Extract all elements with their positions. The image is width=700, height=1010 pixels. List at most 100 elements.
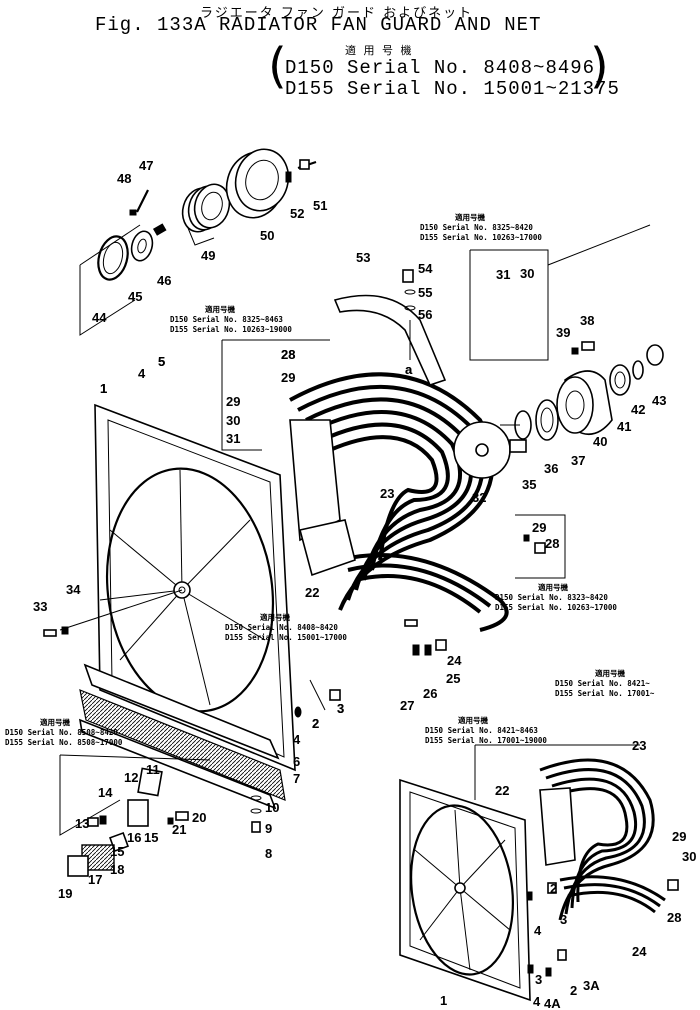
part-label: 5 bbox=[158, 354, 165, 369]
note-1-jp: 適用号機 bbox=[455, 212, 485, 222]
part-label: 44 bbox=[92, 310, 107, 325]
part-label: 23 bbox=[380, 486, 394, 501]
note-2-line2: D155 Serial No. 10263~19000 bbox=[170, 325, 292, 334]
part-label: 43 bbox=[652, 393, 666, 408]
part-label: 29 bbox=[532, 520, 546, 535]
bottom-left-small-parts bbox=[59, 754, 211, 877]
note-6-line1: D150 Serial No. 8421~8463 bbox=[425, 726, 538, 735]
part-label: 22 bbox=[495, 783, 509, 798]
note-1-line1: D150 Serial No. 8325~8420 bbox=[420, 223, 533, 232]
part-label: 6 bbox=[293, 754, 300, 769]
part-label: 1 bbox=[100, 381, 107, 396]
part-label: 30 bbox=[520, 266, 534, 281]
part-label: 53 bbox=[356, 250, 370, 265]
part-label: 28 bbox=[545, 536, 559, 551]
part-label: 4 bbox=[138, 366, 146, 381]
note-3-jp: 適用号機 bbox=[538, 582, 568, 592]
part-label: 39 bbox=[556, 325, 570, 340]
part-label: 4 bbox=[293, 732, 301, 747]
part-label: 3 bbox=[560, 912, 567, 927]
note-4-jp: 適用号機 bbox=[260, 612, 290, 622]
note-5-jp: 適用号機 bbox=[595, 668, 625, 678]
part-label: 3 bbox=[337, 701, 344, 716]
part-label: 10 bbox=[265, 800, 279, 815]
part-label: 56 bbox=[418, 307, 432, 322]
part-label: 31 bbox=[226, 431, 240, 446]
part-label: 29 bbox=[281, 370, 295, 385]
part-label: 9 bbox=[265, 821, 272, 836]
part-label: 23 bbox=[632, 738, 646, 753]
part-number-labels: 1 2 3 4 5 6 7 8 9 10 11 12 13 14 15 16 1… bbox=[33, 158, 696, 1010]
part-label: 30 bbox=[682, 849, 696, 864]
part-label: 45 bbox=[128, 289, 142, 304]
note-5-line1: D150 Serial No. 8421~ bbox=[555, 679, 650, 688]
left-parenthesis: ( bbox=[268, 38, 287, 94]
part-label: 47 bbox=[139, 158, 153, 173]
note-6-jp: 適用号機 bbox=[458, 715, 488, 725]
part-label: 24 bbox=[632, 944, 647, 959]
part-label: 48 bbox=[117, 171, 131, 186]
part-label: 51 bbox=[313, 198, 327, 213]
part-label: 31 bbox=[496, 267, 510, 282]
note-3-line2: D155 Serial No. 10263~17000 bbox=[495, 603, 617, 612]
part-label: 3 bbox=[535, 972, 542, 987]
part-label: 46 bbox=[157, 273, 171, 288]
second-assembly-bottom-right bbox=[399, 744, 679, 1002]
part-label: 2 bbox=[570, 983, 577, 998]
fan-guard-net-main bbox=[221, 339, 527, 632]
japanese-title: ラジエータ ファン ガード およびネット bbox=[200, 6, 474, 21]
part-label: 28 bbox=[281, 347, 295, 362]
part-label: 1 bbox=[100, 381, 107, 396]
part-label: 37 bbox=[571, 453, 585, 468]
part-label: 52 bbox=[290, 206, 304, 221]
note-4-line1: D150 Serial No. 8408~8420 bbox=[225, 623, 338, 632]
part-label: 1 bbox=[440, 993, 447, 1008]
part-label: 4A bbox=[544, 996, 561, 1010]
part-label: 4 bbox=[534, 923, 542, 938]
part-label: 25 bbox=[446, 671, 460, 686]
part-label: 29 bbox=[226, 394, 240, 409]
part-label: 14 bbox=[98, 785, 113, 800]
guard-bracket bbox=[333, 269, 447, 386]
part-label: 20 bbox=[192, 810, 206, 825]
part-label: 30 bbox=[226, 413, 240, 428]
part-label: 2 bbox=[312, 716, 319, 731]
part-label: 21 bbox=[172, 822, 186, 837]
part-label: 3A bbox=[583, 978, 600, 993]
part-label: 35 bbox=[522, 477, 536, 492]
part-label: 38 bbox=[580, 313, 594, 328]
part-label: 40 bbox=[593, 434, 607, 449]
part-label: 34 bbox=[66, 582, 81, 597]
applicable-serial-label: 適 用 号 機 bbox=[345, 44, 414, 57]
top-bearing-parts bbox=[79, 148, 317, 336]
part-label: 4 bbox=[533, 994, 541, 1009]
right-small-bolt-box bbox=[250, 514, 566, 833]
part-label: 18 bbox=[110, 862, 124, 877]
part-label: 41 bbox=[617, 419, 631, 434]
part-label: 26 bbox=[423, 686, 437, 701]
note-3-line1: D150 Serial No. 8323~8420 bbox=[495, 593, 608, 602]
part-label: 50 bbox=[260, 228, 274, 243]
note-7-line2: D155 Serial No. 8508~17000 bbox=[5, 738, 123, 747]
part-label: a bbox=[405, 362, 413, 377]
part-label: 42 bbox=[631, 402, 645, 417]
lower-net-strips bbox=[78, 663, 286, 810]
part-label: a bbox=[405, 362, 413, 377]
part-label: 2 bbox=[312, 716, 319, 731]
part-label: 28 bbox=[281, 347, 295, 362]
part-label: 2 bbox=[550, 881, 557, 896]
part-label: 33 bbox=[33, 599, 47, 614]
note-7-jp: 適用号機 bbox=[40, 717, 70, 727]
part-label: 22 bbox=[305, 585, 319, 600]
right-parenthesis: ) bbox=[590, 38, 609, 94]
note-2-jp: 適用号機 bbox=[205, 304, 235, 314]
serial-line-d150: D150 Serial No. 8408~8496 bbox=[285, 57, 596, 79]
part-label: 13 bbox=[75, 816, 89, 831]
note-2-line1: D150 Serial No. 8325~8463 bbox=[170, 315, 283, 324]
applicability-notes: 適用号機 D150 Serial No. 8325~8420 D155 Seri… bbox=[5, 212, 655, 747]
note-1-line2: D155 Serial No. 10263~17000 bbox=[420, 233, 542, 242]
part-label: 17 bbox=[88, 872, 102, 887]
note-5-line2: D155 Serial No. 17001~ bbox=[555, 689, 655, 698]
part-label: 27 bbox=[400, 698, 414, 713]
